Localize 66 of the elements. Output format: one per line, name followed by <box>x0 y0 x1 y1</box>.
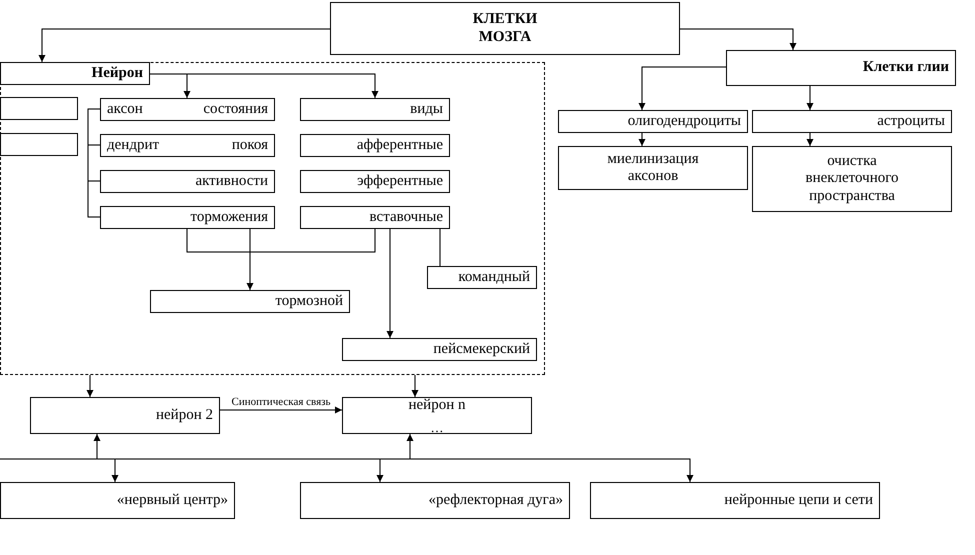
connector-arrow <box>638 132 646 146</box>
empty-box <box>0 97 78 120</box>
process-box <box>100 206 275 229</box>
node-label: КЛЕТКИ МОЗГА <box>472 11 538 46</box>
connector-arrow <box>412 374 418 398</box>
process-box <box>752 110 952 133</box>
node-label: астроциты <box>877 112 945 130</box>
node-label: эфферентные <box>357 172 443 190</box>
connector-arrow <box>0 458 694 482</box>
connector-arrow <box>386 228 394 338</box>
connector-arrow <box>806 132 814 146</box>
process-box <box>150 290 350 313</box>
process-box <box>726 50 956 86</box>
connector-arrow <box>638 66 726 110</box>
node-label: Нейрон <box>92 64 143 82</box>
process-box <box>342 338 537 361</box>
process-box <box>590 482 880 519</box>
connector-arrow <box>38 28 330 62</box>
node-label: торможения <box>190 208 268 226</box>
process-box <box>100 98 275 121</box>
node-label: пейсмекерский <box>433 340 530 358</box>
connector-arrow <box>86 374 94 398</box>
dashed-group-frame <box>0 62 545 375</box>
process-box <box>100 170 275 193</box>
node-label: дендрит <box>107 136 160 154</box>
node-label: Клетки глии <box>862 59 949 77</box>
process-box <box>300 170 450 193</box>
process-box <box>0 62 150 85</box>
node-label: покоя <box>232 136 268 154</box>
node-label: очистка внеклеточного пространства <box>804 153 900 205</box>
process-box <box>30 397 220 434</box>
process-box <box>558 110 748 133</box>
process-box <box>0 482 235 519</box>
process-box <box>300 134 450 157</box>
node-label: тормозной <box>275 292 343 310</box>
node-label: афферентные <box>356 136 443 154</box>
process-box <box>752 146 952 212</box>
node-label: состояния <box>203 100 268 118</box>
process-box <box>427 266 537 289</box>
process-box <box>300 482 570 519</box>
node-label: активности <box>195 172 268 190</box>
node-label: виды <box>410 100 443 118</box>
process-box <box>300 206 450 229</box>
connector-arrow <box>680 28 796 50</box>
node-label: вставочные <box>370 208 443 226</box>
process-box <box>330 2 680 55</box>
node-label: нейрон n <box>408 397 466 415</box>
edge-label: Синоптическая связь <box>230 396 332 408</box>
process-box <box>100 134 275 157</box>
process-box <box>300 98 450 121</box>
process-box <box>558 146 748 190</box>
connector-arrow <box>806 86 814 110</box>
node-label: аксон <box>107 100 143 118</box>
process-box <box>342 397 532 434</box>
node-label: олигодендроциты <box>628 112 741 130</box>
ellipsis: … <box>430 420 444 434</box>
connector-arrow <box>150 74 378 98</box>
node-label: командный <box>458 268 530 286</box>
node-label: нейрон 2 <box>156 406 213 424</box>
node-label: нейронные цепи и сети <box>724 492 873 510</box>
connector-arrow <box>246 228 254 290</box>
node-label: «нервный центр» <box>116 492 228 510</box>
empty-box <box>0 133 78 156</box>
connector-arrow <box>220 406 342 414</box>
node-label: миелинизация аксонов <box>606 150 700 186</box>
node-label: «рефлекторная дуга» <box>428 492 563 510</box>
